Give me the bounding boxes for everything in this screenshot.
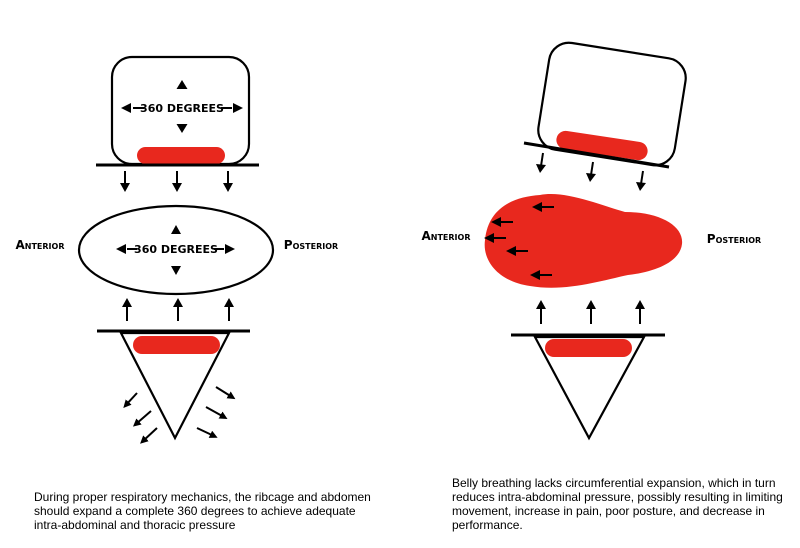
pelvis-outward-arrows	[123, 386, 236, 444]
arrow-up-icon	[173, 298, 183, 307]
arrow-up-icon	[586, 300, 596, 309]
tilted-ribcage-box	[523, 41, 687, 169]
arrow-left-icon	[116, 244, 126, 254]
tilted-diaphragm-line	[523, 141, 670, 169]
tilted-ribcage-red-bar	[556, 130, 648, 161]
abdomen-360-label: 360 DEGREES	[134, 243, 218, 256]
right-caption: Belly breathing lacks circumferential ex…	[452, 476, 783, 532]
abdomen-ellipse: 360 DEGREES	[77, 204, 275, 296]
arrow-left-icon	[506, 246, 516, 256]
arrow-up-icon	[224, 298, 234, 307]
arrow-down-icon	[120, 183, 130, 192]
arrow-down-icon	[586, 173, 596, 182]
left-posterior-label: Posterior	[284, 238, 338, 252]
arrow-down-icon	[636, 182, 646, 191]
arrow-right-icon	[225, 244, 235, 254]
arrow-left-icon	[491, 217, 501, 227]
arrow-down-icon	[223, 183, 233, 192]
arrow-down-icon	[536, 164, 546, 173]
right-posterior-label: Posterior	[707, 232, 761, 246]
left-panel: 360 DEGREES 360 DEGREES Anterior Posteri…	[15, 55, 338, 444]
arrow-left-icon	[484, 233, 494, 243]
arrow-up-icon	[171, 225, 181, 234]
pelvis-triangle	[97, 329, 250, 441]
arrow-left-icon	[532, 202, 542, 212]
arrow-right-icon	[233, 103, 243, 113]
belly-bulge-blob	[484, 193, 683, 288]
right-pelvis-triangle	[511, 333, 665, 441]
arrow-up-icon	[635, 300, 645, 309]
ribcage-down-arrows	[124, 171, 229, 185]
left-anterior-label: Anterior	[15, 238, 64, 252]
ribcage-red-bar	[137, 147, 225, 164]
right-panel: Anterior Posterior	[421, 41, 761, 441]
ribcage-box: 360 DEGREES	[96, 55, 259, 167]
arrow-up-icon	[122, 298, 132, 307]
arrow-down-icon	[172, 183, 182, 192]
right-pelvis-red-bar	[545, 339, 632, 357]
arrow-left-icon	[530, 270, 540, 280]
anterior-push-arrows	[484, 202, 554, 280]
arrow-up-icon	[176, 80, 188, 89]
ribcage-360-label: 360 DEGREES	[140, 102, 224, 115]
arrow-down-icon	[176, 124, 188, 133]
left-caption: During proper respiratory mechanics, the…	[34, 490, 371, 532]
arrow-down-icon	[171, 266, 181, 275]
right-anterior-label: Anterior	[421, 229, 470, 243]
arrow-left-icon	[121, 103, 131, 113]
pelvis-red-bar	[133, 336, 220, 354]
arrow-up-icon	[536, 300, 546, 309]
